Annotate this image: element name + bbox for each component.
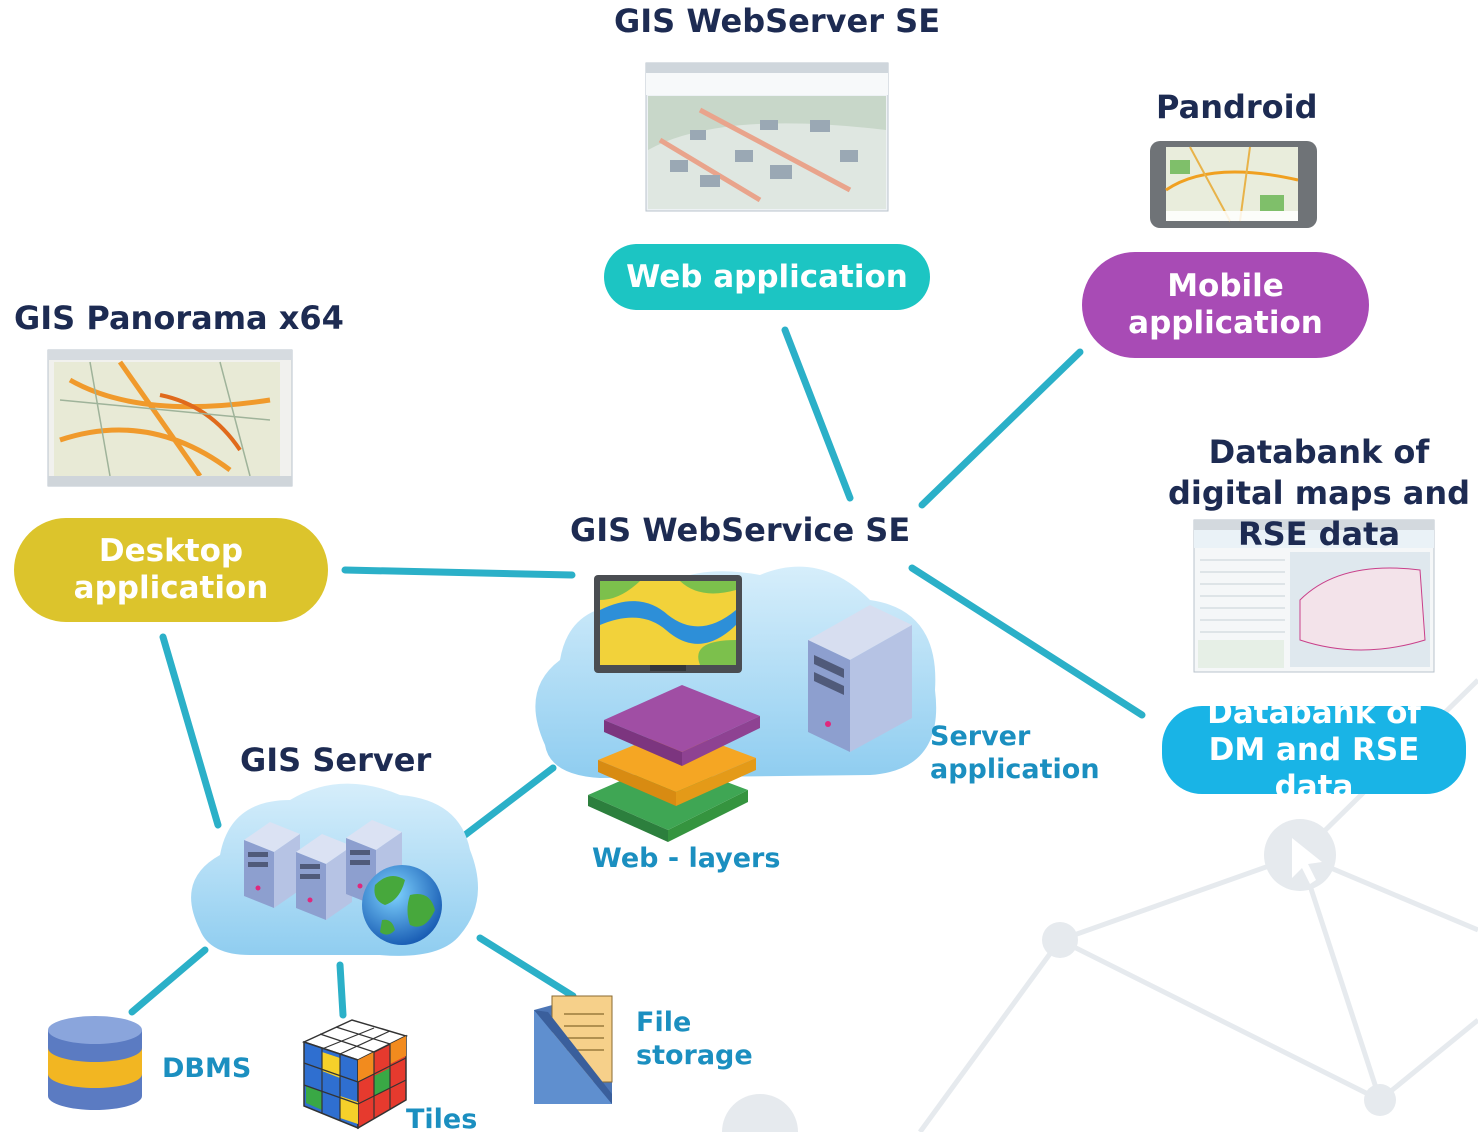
rubik-cube-icon — [301, 1019, 409, 1130]
line-service-to-databank — [908, 564, 1146, 719]
web-layers-label: Web - layers — [592, 843, 781, 874]
tiles-label: Tiles — [406, 1104, 478, 1135]
database-icon — [48, 1016, 142, 1110]
file-storage-label: File storage — [636, 1007, 753, 1071]
server-application-label: Server application — [930, 721, 1100, 785]
line-web-to-service — [781, 326, 854, 502]
line-desktop-to-gisserver — [159, 633, 222, 829]
pandroid-title: Pandroid — [1156, 88, 1318, 126]
server-rack-icon — [244, 820, 402, 920]
mobile-application-pill: Mobile application — [1082, 252, 1369, 358]
web-screenshot-icon — [645, 62, 889, 212]
databank-screenshot-icon — [1193, 519, 1435, 673]
monitor-icon — [594, 575, 742, 673]
line-desktop-to-service — [341, 566, 576, 579]
panorama-title: GIS Panorama x64 — [14, 299, 344, 337]
layers-icon — [588, 685, 760, 842]
web-application-pill: Web application — [604, 244, 930, 310]
folder-icon — [534, 995, 613, 1104]
webserver-title: GIS WebServer SE — [614, 2, 941, 40]
server-tower-icon — [808, 605, 912, 752]
dbms-label: DBMS — [162, 1053, 252, 1084]
line-gisserver-to-dbms — [128, 946, 209, 1016]
gisserver-title: GIS Server — [240, 741, 432, 779]
desktop-screenshot-icon — [47, 349, 293, 487]
line-gisserver-to-service — [461, 764, 557, 839]
databank-title: Databank of digital maps and RSE data — [1167, 433, 1471, 553]
webservice-title: GIS WebService SE — [570, 511, 911, 549]
line-mobile-to-service — [918, 348, 1084, 509]
globe-icon — [362, 865, 442, 945]
databank-pill: Databank of DM and RSE data — [1162, 695, 1466, 805]
phone-icon — [1150, 141, 1317, 228]
line-gisserver-to-files — [476, 934, 577, 1000]
line-gisserver-to-tiles — [336, 961, 347, 1019]
desktop-application-pill: Desktop application — [14, 518, 328, 622]
